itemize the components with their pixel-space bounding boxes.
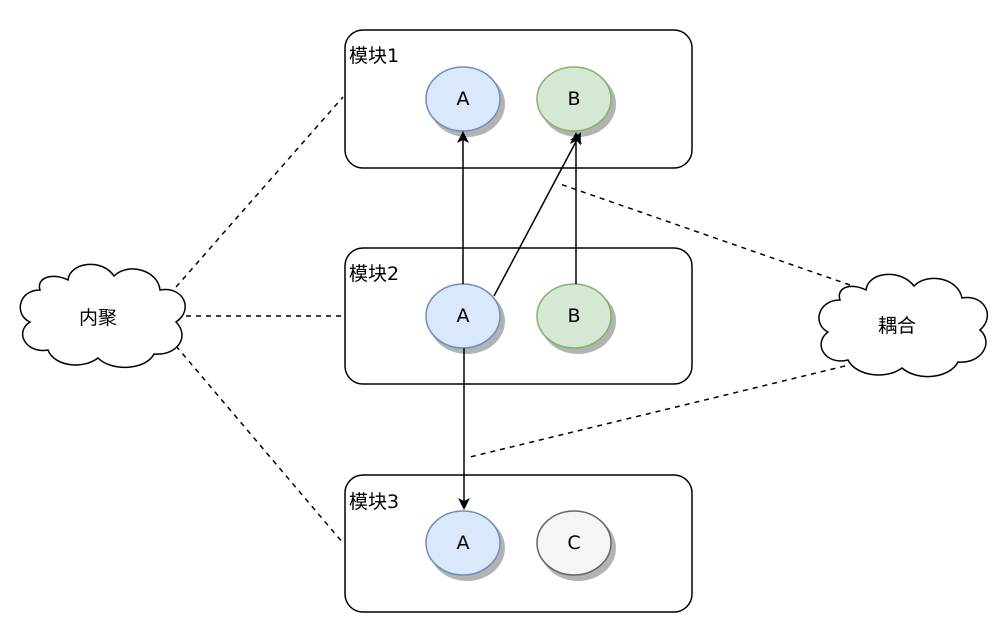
node-module2-b: B (536, 283, 616, 354)
node-module2-a-label: A (457, 305, 470, 327)
node-module3-c-circle (536, 510, 612, 576)
node-module3-a: A (425, 510, 505, 581)
cloud-shape (818, 273, 989, 378)
cohesion-cloud: 内聚 (19, 263, 186, 369)
module-3: 模块3 (344, 474, 693, 613)
cloud-shape (19, 263, 186, 369)
dependency-arrows (457, 131, 582, 510)
module-2-box (344, 247, 693, 385)
node-module3-c: C (536, 510, 616, 581)
module-3-box (344, 474, 693, 613)
cohesion-to-module3-link (175, 345, 344, 544)
node-module1-a-label: A (457, 88, 470, 110)
module-1: 模块1 (344, 29, 693, 169)
module-2: 模块2 (344, 247, 693, 385)
node-module3-c-label: C (567, 532, 580, 554)
coupling-label: 耦合 (878, 315, 916, 337)
node-module1-b-circle (536, 66, 612, 132)
cohesion-to-module1-link (175, 96, 344, 288)
node-module2-b-label: B (567, 305, 580, 327)
node-module1-a: A (425, 66, 505, 137)
coupling-to-upper-link (559, 183, 851, 286)
node-module3-a-label: A (457, 532, 470, 554)
module-2-title: 模块2 (349, 263, 399, 285)
module-3-title: 模块3 (349, 491, 399, 513)
module-1-box (344, 29, 693, 169)
node-module1-b-label: B (567, 88, 580, 110)
node-module2-b-circle (536, 283, 612, 349)
node-module3-a-circle (425, 510, 501, 576)
arrow-m2a-to-m1b (493, 132, 581, 297)
cohesion-label: 内聚 (79, 307, 117, 329)
coupling-cloud: 耦合 (818, 273, 989, 378)
module-1-title: 模块1 (349, 45, 399, 67)
dashed-links (175, 96, 851, 544)
node-module1-b: B (536, 66, 616, 137)
coupling-to-lower-link (469, 365, 846, 458)
